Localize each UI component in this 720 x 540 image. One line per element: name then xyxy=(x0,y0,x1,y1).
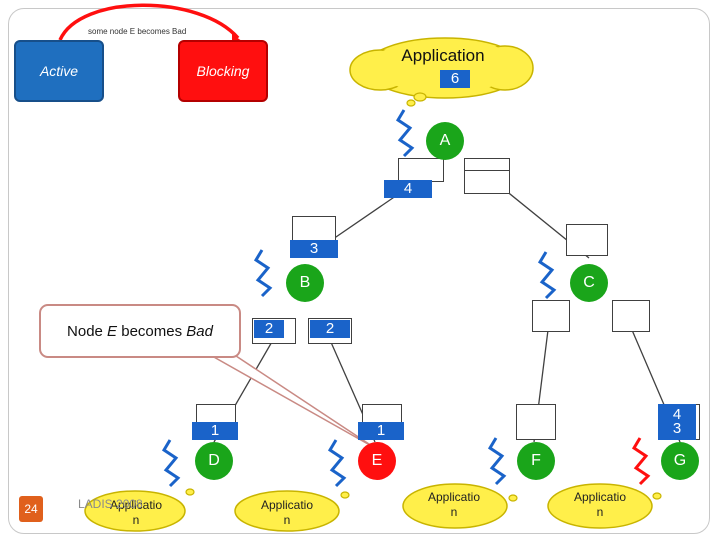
application-g-label: Applicatio n xyxy=(562,490,638,520)
node-c-cell-right xyxy=(612,300,650,332)
active-label: Active xyxy=(39,63,79,79)
application-g-line2: n xyxy=(596,505,604,519)
application-e-label: Applicatio n xyxy=(250,498,324,528)
application-f-label: Applicatio n xyxy=(416,490,492,520)
node-c-cell-top xyxy=(566,224,608,256)
blocking-label: Blocking xyxy=(196,63,250,79)
node-g[interactable]: G xyxy=(661,442,699,480)
application-e-line1: Applicatio xyxy=(260,498,314,512)
transition-note: some node E becomes Bad xyxy=(88,27,187,36)
node-b-right-counter: 2 xyxy=(310,320,350,338)
callout-state: Bad xyxy=(186,322,213,340)
application-e-line2: n xyxy=(283,513,291,527)
node-d[interactable]: D xyxy=(195,442,233,480)
node-b-cell-top xyxy=(292,216,336,242)
node-g-counter-bottom: 3 xyxy=(672,420,682,437)
node-a-cell-left xyxy=(398,158,444,182)
node-c[interactable]: C xyxy=(570,264,608,302)
application-d-label: Applicatio n xyxy=(100,498,172,528)
node-f[interactable]: F xyxy=(517,442,555,480)
node-e[interactable]: E xyxy=(358,442,396,480)
callout-box xyxy=(39,304,241,358)
node-d-label: D xyxy=(208,452,220,469)
callout-prefix: Node xyxy=(67,322,108,340)
node-c-label: C xyxy=(583,274,595,291)
squiggle-icon-d xyxy=(161,439,181,488)
node-c-cell-left xyxy=(532,300,570,332)
callout-middle: becomes xyxy=(117,322,187,340)
curved-arrow-icon xyxy=(58,3,240,41)
blocking-state-box: Blocking xyxy=(178,40,268,102)
application-g-line1: Applicatio xyxy=(573,490,627,504)
application-d-line2: n xyxy=(132,513,140,527)
node-f-label: F xyxy=(531,452,541,469)
node-b-label: B xyxy=(299,274,311,291)
node-d-counter: 1 xyxy=(192,422,238,440)
top-application-label: Application xyxy=(401,46,485,65)
slide-number: 24 xyxy=(19,496,43,522)
active-state-box: Active xyxy=(14,40,104,102)
node-b[interactable]: B xyxy=(286,264,324,302)
cloud-icon-f xyxy=(402,483,518,529)
node-b-left-counter: 2 xyxy=(254,320,284,338)
application-f-line2: n xyxy=(450,505,458,519)
squiggle-icon-b xyxy=(253,249,273,298)
node-g-counter: 4 3 xyxy=(658,404,696,440)
footer-text: LADIS 2008 xyxy=(78,497,143,511)
squiggle-icon-e xyxy=(327,439,347,488)
squiggle-icon-a xyxy=(395,109,415,158)
cloud-icon-d xyxy=(84,488,195,532)
node-e-label: E xyxy=(371,452,383,469)
node-g-label: G xyxy=(673,452,687,469)
node-a-label: A xyxy=(439,132,451,149)
squiggle-icon-c xyxy=(537,251,557,300)
node-a-cell-right xyxy=(464,158,510,194)
application-f-line1: Applicatio xyxy=(427,490,481,504)
application-d-line1: Applicatio xyxy=(109,498,163,512)
cloud-icon-g xyxy=(547,483,662,529)
squiggle-icon-f xyxy=(487,437,507,486)
cloud-icon-e xyxy=(234,490,350,532)
node-a-cell-divider xyxy=(464,170,510,171)
callout-node: E xyxy=(107,322,118,340)
top-application-counter: 6 xyxy=(440,70,470,88)
node-a-counter: 4 xyxy=(384,180,432,198)
squiggle-icon-g xyxy=(631,437,651,486)
node-a[interactable]: A xyxy=(426,122,464,160)
cloud-icon xyxy=(349,37,534,107)
node-g-counter-top: 4 xyxy=(672,406,682,423)
node-e-counter: 1 xyxy=(358,422,404,440)
callout-text: Node E becomes Bad xyxy=(40,310,240,352)
node-f-cell xyxy=(516,404,556,440)
node-b-counter: 3 xyxy=(290,240,338,258)
slide-frame xyxy=(8,8,710,534)
